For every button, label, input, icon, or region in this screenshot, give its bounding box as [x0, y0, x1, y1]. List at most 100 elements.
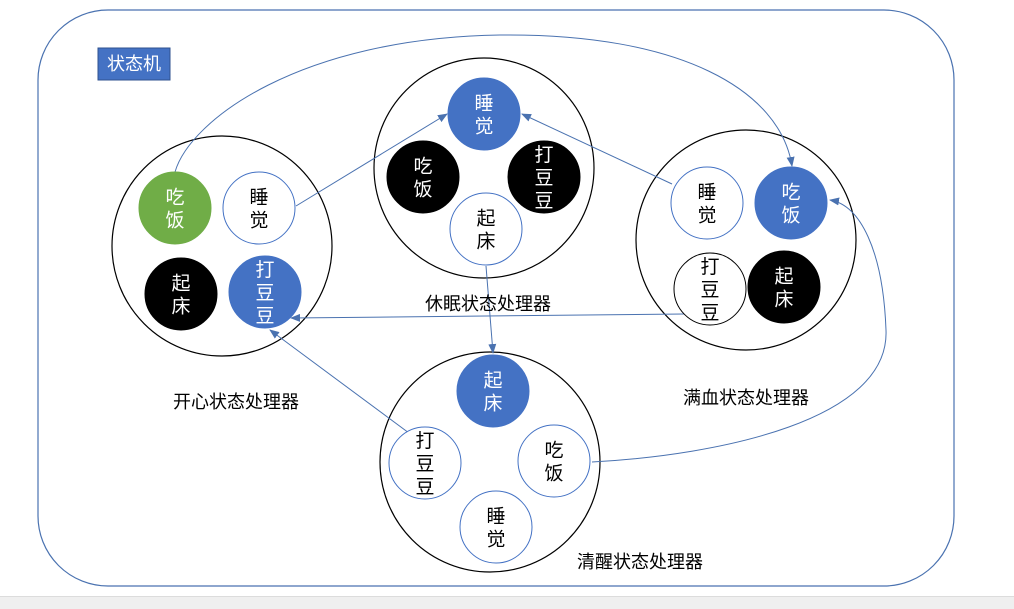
- state-node-circle: [138, 171, 212, 245]
- arrow-awake-beans-to-happy-beans: [269, 329, 414, 437]
- state-node-awake-getup: 起床: [456, 354, 530, 428]
- arrow-awake-eat-to-full-eat: [591, 197, 887, 463]
- state-node-circle: [507, 140, 581, 214]
- state-node-label-char: 饭: [413, 179, 432, 201]
- state-node-label-char: 觉: [697, 205, 716, 227]
- state-node-label-char: 豆: [255, 282, 274, 304]
- state-node-label-char: 床: [774, 289, 793, 311]
- state-node-label-char: 饭: [544, 463, 563, 485]
- state-node-label-char: 吃: [781, 182, 800, 204]
- awake-handler-label: 清醒状态处理器: [577, 552, 703, 573]
- state-node-circle: [228, 255, 302, 329]
- arrow-happy-eat-to-full-eat: [174, 34, 795, 173]
- state-node-label: 起床: [171, 273, 190, 318]
- happy-handler-circle: [111, 135, 333, 357]
- state-machine-frame: [37, 9, 955, 587]
- state-node-happy-eat: 吃饭: [138, 171, 212, 245]
- sleepy-handler-label: 休眠状态处理器: [425, 294, 551, 315]
- state-node-sleepy-getup: 起床: [449, 192, 523, 266]
- state-node-label: 打豆豆: [255, 259, 274, 327]
- state-node-label: 睡觉: [474, 93, 493, 138]
- state-node-label-char: 吃: [413, 156, 432, 178]
- state-node-circle: [386, 140, 460, 214]
- state-node-label-char: 打: [415, 430, 434, 452]
- state-node-full-eat: 吃饭: [754, 166, 828, 240]
- state-node-label: 睡觉: [486, 506, 505, 551]
- state-node-circle: [388, 426, 462, 500]
- state-node-awake-sleep: 睡觉: [459, 490, 533, 564]
- state-node-label-char: 床: [483, 393, 502, 415]
- title-badge-box: [97, 47, 171, 81]
- state-node-label-char: 豆: [415, 453, 434, 475]
- state-node-sleepy-eat: 吃饭: [386, 140, 460, 214]
- state-node-circle: [222, 171, 296, 245]
- state-node-label-char: 豆: [534, 190, 553, 212]
- state-node-label-char: 豆: [700, 302, 719, 324]
- state-node-label: 吃饭: [781, 182, 800, 227]
- state-node-label: 睡觉: [697, 182, 716, 227]
- state-node-label-char: 睡: [697, 182, 716, 204]
- state-node-label-char: 睡: [474, 93, 493, 115]
- state-node-label: 打豆豆: [534, 144, 553, 212]
- state-node-sleepy-sleep: 睡觉: [447, 77, 521, 151]
- state-node-circle: [144, 257, 218, 331]
- state-node-circle: [449, 192, 523, 266]
- transition-arrows: [174, 34, 887, 463]
- full-handler-circle: [635, 129, 857, 351]
- state-node-circle: [447, 77, 521, 151]
- state-node-label: 吃饭: [544, 440, 563, 485]
- state-node-label-char: 起: [476, 208, 495, 230]
- state-node-label-char: 豆: [700, 279, 719, 301]
- state-node-circle: [517, 424, 591, 498]
- state-node-circle: [673, 252, 747, 326]
- state-node-label-char: 豆: [255, 305, 274, 327]
- state-node-label-char: 起: [171, 273, 190, 295]
- state-node-full-sleep: 睡觉: [670, 166, 744, 240]
- state-node-label-char: 打: [255, 259, 274, 281]
- state-node-label-char: 觉: [249, 210, 268, 232]
- state-node-circle: [670, 166, 744, 240]
- state-node-label: 打豆豆: [700, 256, 719, 324]
- state-node-circle: [459, 490, 533, 564]
- state-node-label-char: 打: [534, 144, 553, 166]
- state-node-awake-beans: 打豆豆: [388, 426, 462, 500]
- state-node-label: 打豆豆: [415, 430, 434, 498]
- state-node-sleepy-beans: 打豆豆: [507, 140, 581, 214]
- state-node-circle: [747, 250, 821, 324]
- state-node-label-char: 床: [476, 231, 495, 253]
- state-node-full-getup: 起床: [747, 250, 821, 324]
- state-node-label-char: 觉: [474, 116, 493, 138]
- state-node-label-char: 起: [483, 370, 502, 392]
- state-node-full-beans: 打豆豆: [673, 252, 747, 326]
- state-node-label: 起床: [774, 266, 793, 311]
- state-node-label: 睡觉: [249, 187, 268, 232]
- happy-handler-label: 开心状态处理器: [173, 392, 299, 413]
- state-node-circle: [754, 166, 828, 240]
- full-handler-label: 满血状态处理器: [683, 388, 809, 409]
- state-node-label: 吃饭: [413, 156, 432, 201]
- state-node-happy-getup: 起床: [144, 257, 218, 331]
- state-machine-title-badge: 状态机: [97, 47, 171, 81]
- state-node-label-char: 睡: [486, 506, 505, 528]
- state-node-label-char: 豆: [415, 476, 434, 498]
- state-node-label-char: 吃: [165, 187, 184, 209]
- arrow-full-beans-to-happy-beans: [290, 313, 685, 322]
- state-node-label-char: 吃: [544, 440, 563, 462]
- state-node-label-char: 觉: [486, 529, 505, 551]
- state-node-label-char: 睡: [249, 187, 268, 209]
- state-node-awake-eat: 吃饭: [517, 424, 591, 498]
- state-node-happy-sleep: 睡觉: [222, 171, 296, 245]
- state-node-label: 吃饭: [165, 187, 184, 232]
- window-bottom-strip: [0, 596, 1014, 609]
- sleepy-handler-circle: [373, 57, 595, 279]
- state-node-circle: [456, 354, 530, 428]
- state-node-happy-beans: 打豆豆: [228, 255, 302, 329]
- arrow-sleepy-getup-to-awake-getup: [485, 265, 497, 354]
- state-node-label-char: 打: [700, 256, 719, 278]
- state-node-label: 起床: [483, 370, 502, 415]
- state-node-label: 起床: [476, 208, 495, 253]
- arrow-happy-sleep-to-sleepy-sleep: [295, 113, 448, 207]
- state-node-label-char: 豆: [534, 167, 553, 189]
